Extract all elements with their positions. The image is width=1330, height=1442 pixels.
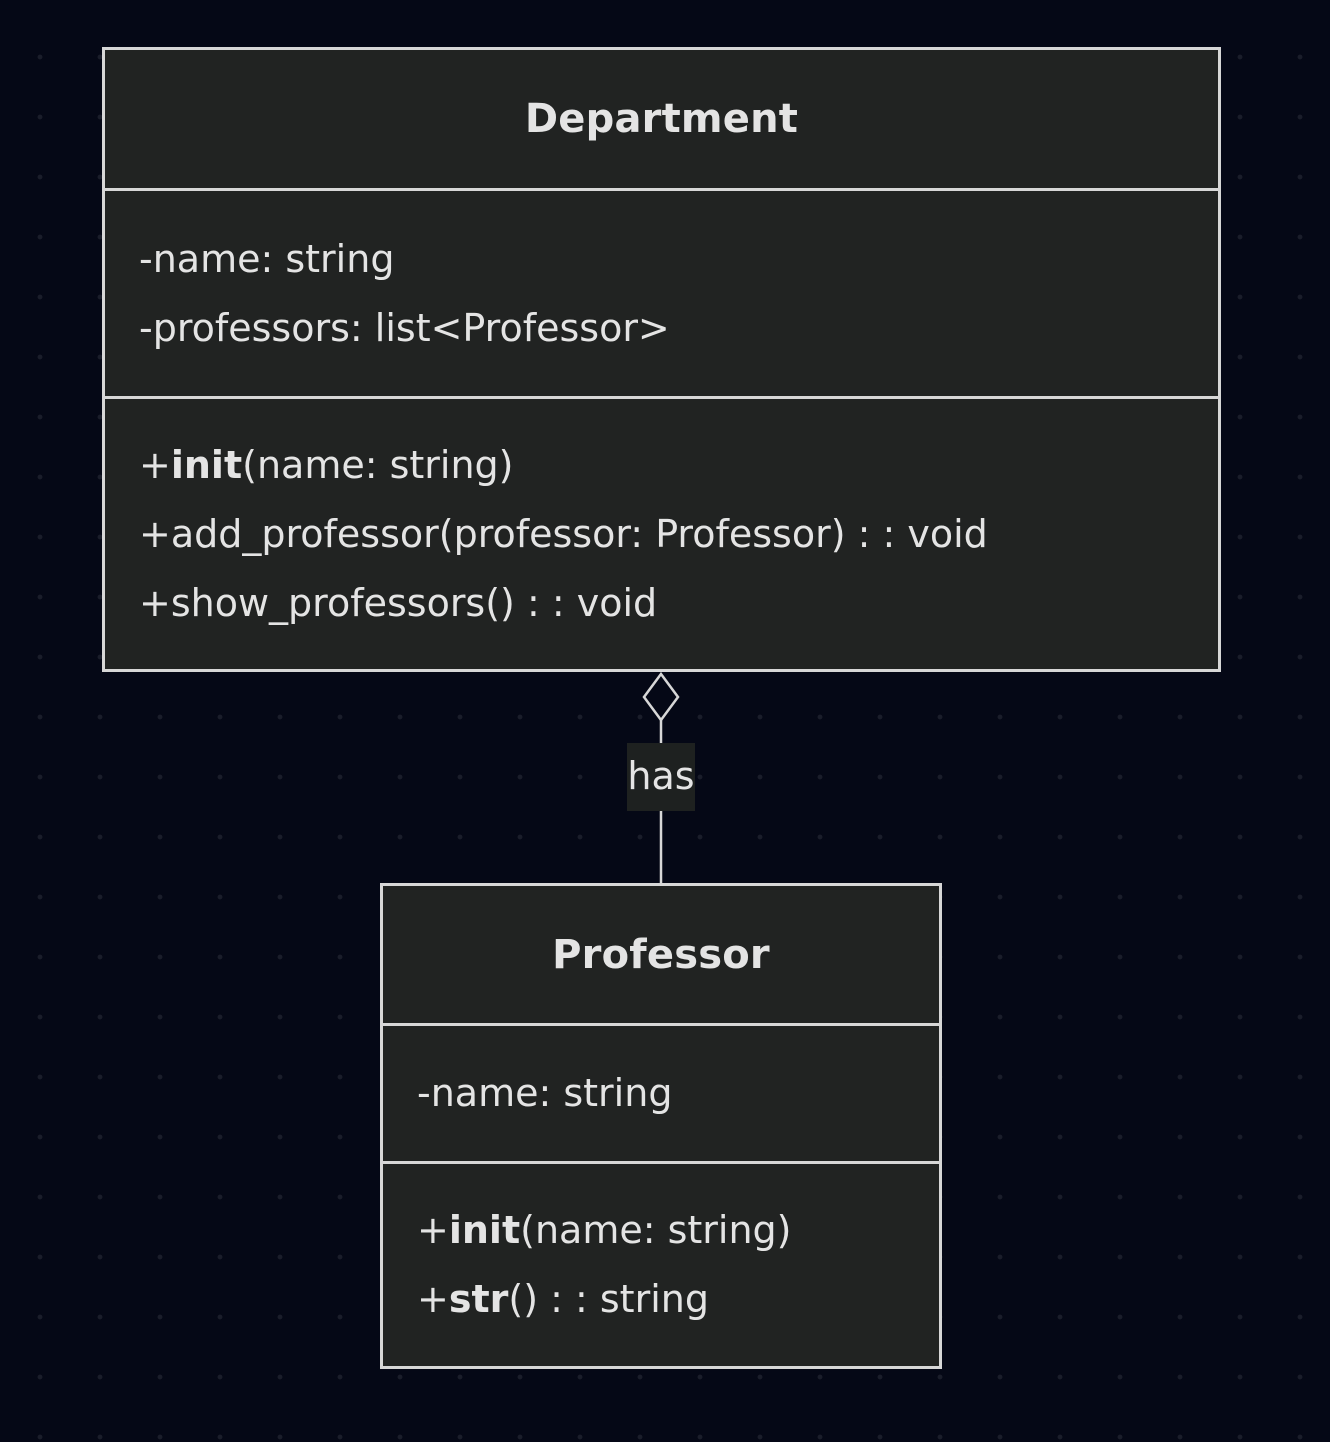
methods-section: +init(name: string) +str() : : string bbox=[383, 1164, 939, 1366]
class-name: Professor bbox=[383, 886, 939, 1026]
aggregation-diamond-icon bbox=[642, 671, 680, 723]
class-name: Department bbox=[105, 50, 1218, 191]
class-department[interactable]: Department -name: string -professors: li… bbox=[102, 47, 1221, 672]
attributes-section: -name: string bbox=[383, 1026, 939, 1164]
method-name: add_professor bbox=[170, 511, 439, 556]
method-item: +str() : : string bbox=[417, 1277, 709, 1321]
method-name: init bbox=[448, 1208, 521, 1252]
method-item: +show_professors() : : void bbox=[139, 580, 658, 625]
attributes-section: -name: string -professors: list<Professo… bbox=[105, 191, 1218, 399]
methods-section: +init(name: string) +add_professor(profe… bbox=[105, 399, 1218, 669]
method-item: +add_professor(professor: Professor) : :… bbox=[139, 511, 988, 556]
attribute-item: -name: string bbox=[139, 236, 395, 281]
relationship-label: has bbox=[627, 743, 695, 811]
attribute-item: -professors: list<Professor> bbox=[139, 305, 670, 350]
method-name: str bbox=[448, 1277, 509, 1321]
method-item: +init(name: string) bbox=[139, 442, 514, 487]
method-name: init bbox=[170, 442, 243, 487]
method-item: +init(name: string) bbox=[417, 1208, 792, 1252]
method-name: show_professors bbox=[170, 580, 486, 625]
class-professor[interactable]: Professor -name: string +init(name: stri… bbox=[380, 883, 942, 1369]
attribute-item: -name: string bbox=[417, 1071, 673, 1115]
